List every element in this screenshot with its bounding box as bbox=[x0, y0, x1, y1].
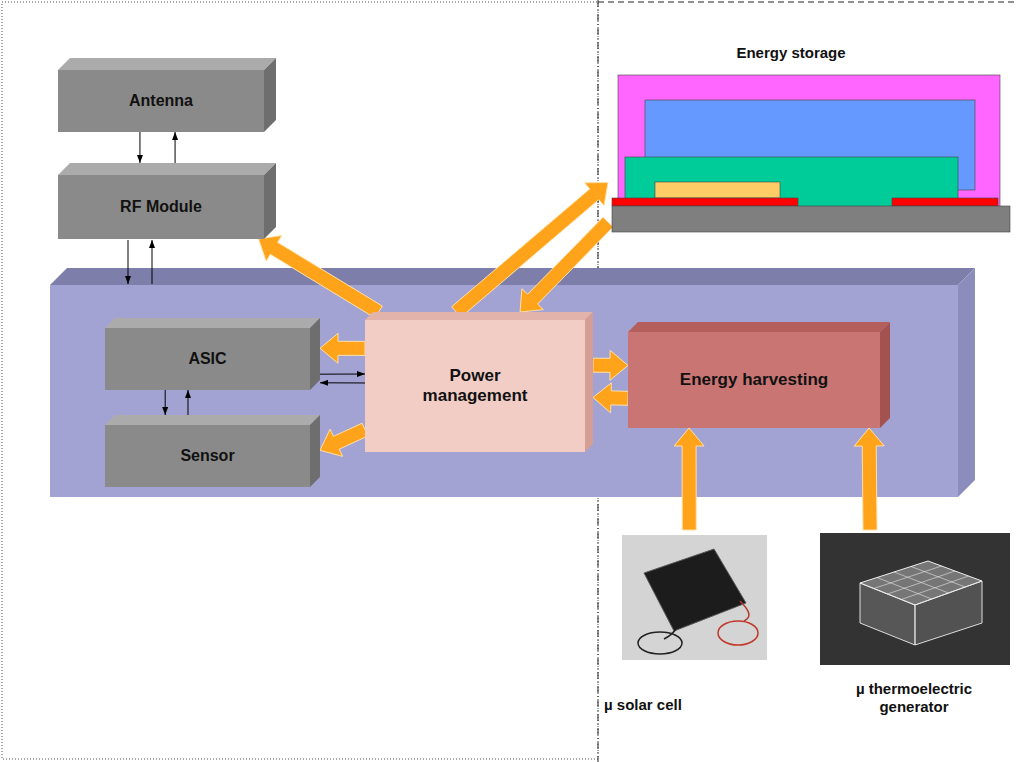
box-face: Sensor bbox=[105, 425, 310, 487]
box-side-face bbox=[310, 415, 320, 487]
asic-box: ASIC bbox=[105, 318, 320, 390]
box-top-face bbox=[628, 322, 890, 332]
box-side-face bbox=[264, 163, 276, 239]
box-side-face bbox=[264, 58, 276, 132]
bus-arrow bbox=[152, 240, 153, 284]
signal-arrow bbox=[175, 132, 176, 163]
box-front-face bbox=[58, 175, 264, 239]
box-top-face bbox=[58, 163, 276, 175]
platform-front-face bbox=[50, 285, 958, 497]
box-top-face bbox=[58, 58, 276, 70]
grid-line bbox=[888, 571, 956, 594]
current-collector bbox=[892, 198, 998, 206]
grid-line bbox=[911, 567, 965, 588]
wire bbox=[740, 601, 749, 621]
photo-caption-area: µ thermoelectric generator bbox=[829, 680, 999, 716]
power-management-box: Power management bbox=[365, 312, 593, 452]
box-front-face bbox=[58, 70, 264, 132]
solar-cell-picture bbox=[622, 535, 767, 660]
box-top-face bbox=[365, 312, 593, 320]
box-top-face bbox=[105, 318, 320, 328]
cathode-layer bbox=[655, 182, 780, 198]
battery-stack-illustration bbox=[608, 72, 1014, 234]
rf-module-box: RF Module bbox=[58, 163, 276, 239]
platform-side-face bbox=[958, 268, 975, 497]
thermoelectric-picture bbox=[820, 533, 1010, 665]
box-front-face bbox=[105, 425, 310, 487]
substrate-layer bbox=[612, 206, 1010, 232]
node-label: µ thermoelectric generator bbox=[829, 680, 999, 716]
energy-storage-stack: Energy storage bbox=[608, 36, 1014, 234]
storage-heading-area: Energy storage bbox=[608, 36, 1014, 70]
box-top-face bbox=[105, 415, 320, 425]
solar-cell-photo: µ solar cell bbox=[600, 530, 775, 725]
photo-ground bbox=[820, 533, 1010, 665]
node-label: Power management bbox=[410, 366, 540, 407]
solar-panel bbox=[644, 549, 746, 631]
box-face: Energy harvesting bbox=[628, 332, 880, 428]
node-label: Sensor bbox=[180, 446, 234, 465]
box-face: Antenna bbox=[58, 70, 264, 132]
box-front-face bbox=[365, 320, 585, 452]
box-front-face bbox=[105, 328, 310, 390]
signal-arrow bbox=[165, 390, 166, 415]
signal-arrow bbox=[320, 382, 365, 383]
power-flow-arrow bbox=[320, 423, 368, 456]
sensor-box: Sensor bbox=[105, 415, 320, 487]
box-face: RF Module bbox=[58, 175, 264, 239]
module-top bbox=[860, 561, 982, 605]
power-flow-arrow bbox=[854, 428, 884, 530]
box-side-face bbox=[310, 318, 320, 390]
signal-arrow bbox=[139, 132, 140, 163]
box-side-face bbox=[880, 322, 890, 428]
photo-caption-area: µ solar cell bbox=[604, 696, 682, 714]
wire bbox=[718, 621, 758, 645]
power-flow-arrow bbox=[259, 236, 383, 318]
power-flow-arrow bbox=[593, 350, 628, 380]
power-flow-arrow bbox=[320, 333, 365, 363]
signal-arrow bbox=[320, 374, 365, 375]
box-face: Power management bbox=[365, 320, 585, 452]
grid-line bbox=[901, 576, 968, 600]
dashed-region-edge bbox=[598, 2, 1017, 3]
node-label: ASIC bbox=[188, 349, 226, 368]
signal-arrow bbox=[187, 390, 188, 415]
power-flow-arrow bbox=[593, 383, 628, 413]
photo-ground bbox=[622, 535, 767, 660]
node-label: Energy storage bbox=[736, 44, 845, 62]
bus-arrow bbox=[128, 240, 129, 284]
node-label: Energy harvesting bbox=[680, 370, 828, 390]
box-front-face bbox=[628, 332, 880, 428]
power-flow-arrow bbox=[520, 217, 613, 312]
antenna-box: Antenna bbox=[58, 58, 276, 132]
node-label: RF Module bbox=[120, 197, 202, 216]
energy-harvesting-box: Energy harvesting bbox=[628, 322, 890, 428]
thermoelectric-generator-photo: µ thermoelectric generator bbox=[815, 530, 1013, 742]
current-collector bbox=[612, 198, 798, 206]
node-label: Antenna bbox=[129, 91, 193, 110]
node-label: µ solar cell bbox=[604, 696, 682, 714]
power-flow-arrow bbox=[674, 428, 704, 530]
wire bbox=[638, 632, 682, 654]
box-face: ASIC bbox=[105, 328, 310, 390]
box-side-face bbox=[585, 312, 593, 452]
